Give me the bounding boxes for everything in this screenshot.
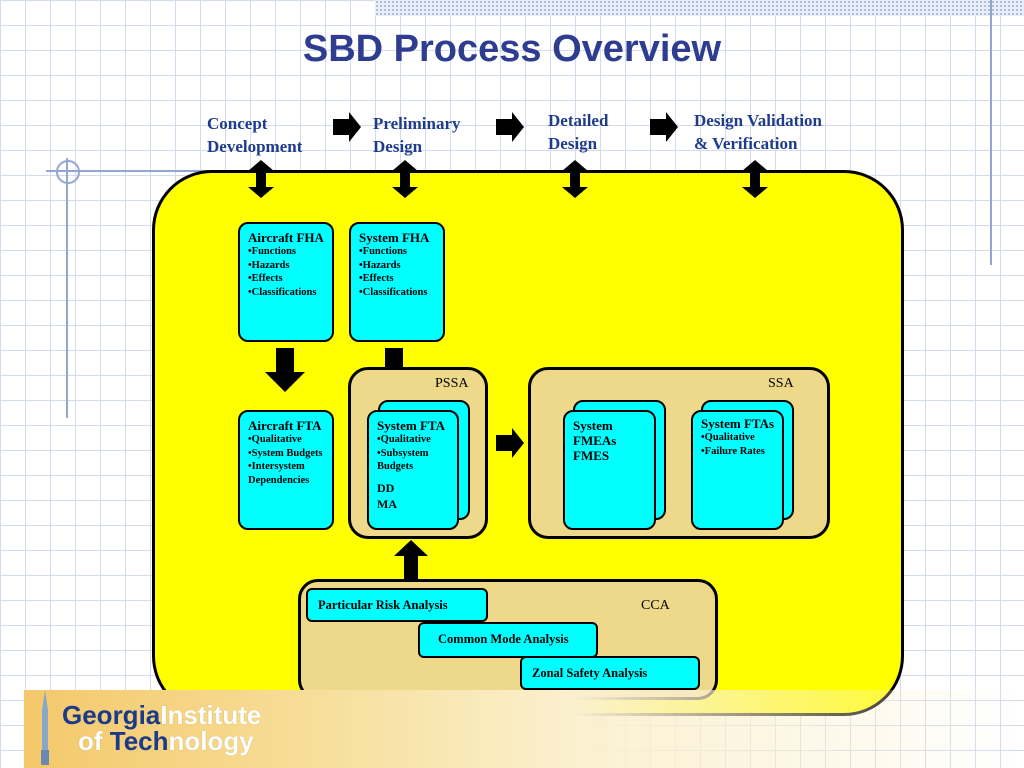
system-ftas-box: System FTAs •Qualitative •Failure Rates <box>691 410 784 530</box>
aircraft-fha-box: Aircraft FHA •Functions •Hazards •Effect… <box>238 222 334 342</box>
system-fta-bullets: •Qualitative •Subsystem Budgets <box>377 434 431 472</box>
logo-georgia: Georgia <box>62 700 161 730</box>
zonal-safety-analysis: Zonal Safety Analysis <box>520 656 700 690</box>
system-ftas-title: System FTAs <box>701 416 775 431</box>
logo-nology: nology <box>168 726 254 756</box>
page-title: SBD Process Overview <box>302 28 722 70</box>
system-ftas-bullets: •Qualitative •Failure Rates <box>701 432 765 457</box>
right-arrow-icon <box>496 428 524 458</box>
double-arrow-icon <box>248 160 274 198</box>
crosshair-icon <box>56 160 80 184</box>
phase-detailed-design: Detailed Design <box>548 111 609 153</box>
logo-institute: Institute <box>160 700 262 730</box>
logo-tech: Tech <box>109 726 169 756</box>
system-fha-bullets: •Functions •Hazards •Effects •Classifica… <box>359 246 428 298</box>
aircraft-fta-box: Aircraft FTA •Qualitative •System Budget… <box>238 410 334 530</box>
cca-label: CCA <box>641 598 670 613</box>
aircraft-fta-bullets: •Qualitative •System Budgets •Intersyste… <box>248 434 323 486</box>
particular-risk-analysis: Particular Risk Analysis <box>306 588 488 622</box>
system-fmeas-box: System FMEAs FMES <box>563 410 656 530</box>
right-arrow-icon <box>496 112 524 142</box>
up-arrow-icon <box>394 540 428 582</box>
system-fha-box: System FHA •Functions •Hazards •Effects … <box>349 222 445 342</box>
double-arrow-icon <box>392 160 418 198</box>
phase-design-validation: Design Validation & Verification <box>694 111 823 153</box>
aircraft-fha-bullets: •Functions •Hazards •Effects •Classifica… <box>248 246 317 298</box>
right-arrow-icon <box>650 112 678 142</box>
logo-line-1: GeorgiaInstitute <box>62 702 261 728</box>
aircraft-fha-title: Aircraft FHA <box>248 230 324 245</box>
phase-concept-development: Concept Development <box>207 114 303 156</box>
system-fta-dd-ma: DD MA <box>377 480 397 511</box>
top-dotted-band <box>375 0 1024 16</box>
logo-line-2: of Technology <box>78 728 254 754</box>
phase-preliminary-design: Preliminary Design <box>373 114 461 156</box>
system-fta-box: System FTA •Qualitative •Subsystem Budge… <box>367 410 459 530</box>
system-fmeas-title: System FMEAs FMES <box>573 418 617 463</box>
aircraft-fta-title: Aircraft FTA <box>248 418 322 433</box>
system-fha-title: System FHA <box>359 230 430 245</box>
ssa-label: SSA <box>768 376 794 391</box>
tech-tower-icon <box>41 690 49 765</box>
logo-of: of <box>78 726 110 756</box>
decor-vertical-line <box>66 158 68 418</box>
footer-logo-band <box>24 690 1024 768</box>
right-arrow-icon <box>333 112 361 142</box>
common-mode-analysis: Common Mode Analysis <box>418 622 598 658</box>
system-fta-title: System FTA <box>377 418 446 433</box>
double-arrow-icon <box>562 160 588 198</box>
double-arrow-icon <box>742 160 768 198</box>
pssa-label: PSSA <box>435 376 469 391</box>
down-arrow-icon <box>265 348 305 392</box>
decor-horizontal-line <box>46 170 226 172</box>
decor-vertical-line <box>990 0 992 265</box>
